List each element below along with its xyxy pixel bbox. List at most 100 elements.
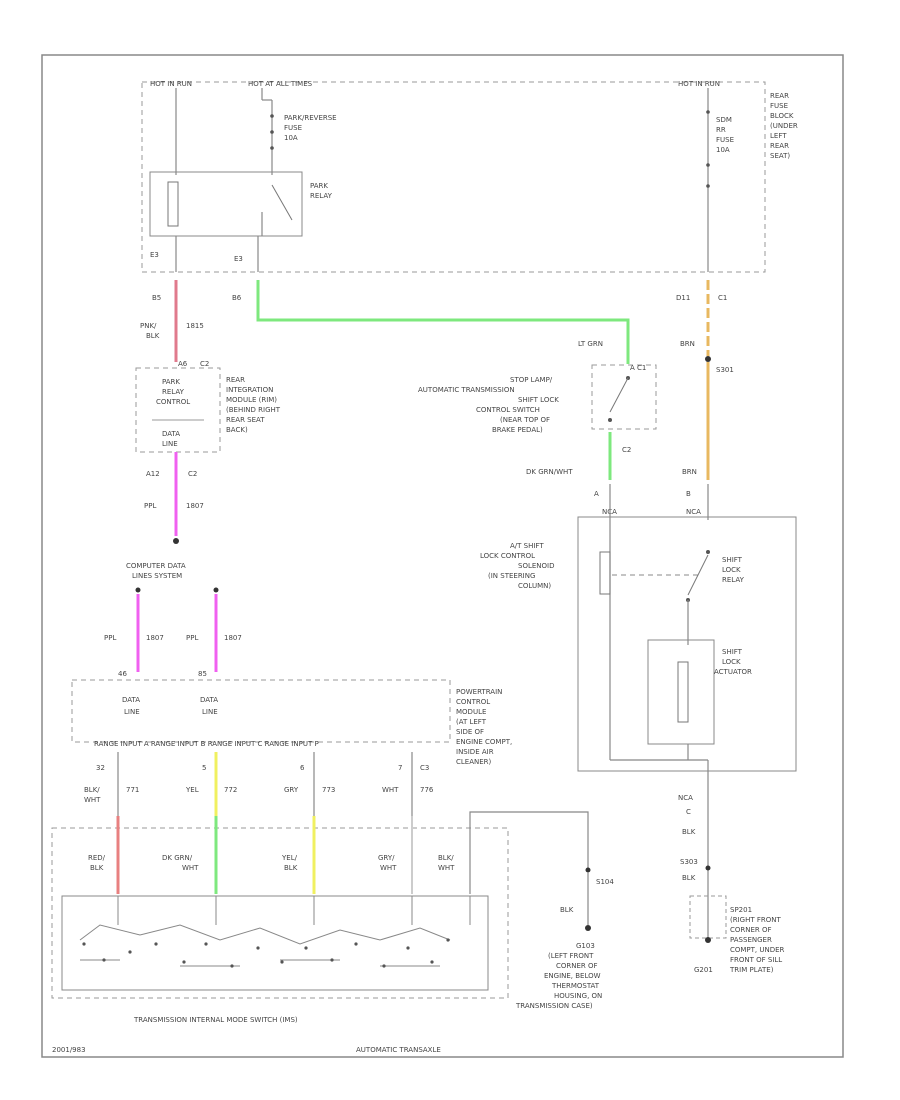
fuse-block-box bbox=[141, 81, 766, 273]
lower-code-red: RED/ BLK bbox=[88, 854, 107, 872]
sdm-line3: FUSE bbox=[716, 136, 734, 144]
park-reverse-line2: FUSE bbox=[284, 124, 302, 132]
connector-d11: D11 bbox=[676, 294, 690, 302]
ims-dot bbox=[256, 946, 260, 950]
park-relay-coil bbox=[167, 181, 179, 227]
ims-dot bbox=[304, 946, 308, 950]
connector-c2-b: C2 bbox=[188, 470, 197, 478]
lc-r2: BLK bbox=[90, 864, 104, 872]
ims-dot bbox=[182, 960, 186, 964]
lc-gy2: WHT bbox=[380, 864, 397, 872]
pdb-1: DATA bbox=[200, 696, 218, 704]
sdm-dot bbox=[706, 110, 710, 114]
pcm-l5: SIDE OF bbox=[456, 728, 484, 736]
g103-6: HOUSING, ON bbox=[554, 992, 602, 1000]
park-relay-line2: RELAY bbox=[310, 192, 333, 200]
prc-line2: RELAY bbox=[162, 388, 185, 396]
pdb-2: LINE bbox=[202, 708, 218, 716]
connector-b5: B5 bbox=[152, 294, 161, 302]
nca-c-label: NCA bbox=[678, 794, 693, 802]
sla-line3: ACTUATOR bbox=[714, 668, 752, 676]
cdl-dot-b bbox=[213, 587, 219, 593]
ims-dot bbox=[280, 960, 284, 964]
lower-code-blk: BLK/ WHT bbox=[438, 854, 456, 872]
ims-dot bbox=[330, 958, 334, 962]
stop-lamp-box bbox=[591, 364, 657, 430]
lower-code-yel: YEL/ BLK bbox=[281, 854, 299, 872]
g103-4: ENGINE, BELOW bbox=[544, 972, 601, 980]
rim-line3: MODULE (RIM) bbox=[226, 396, 277, 404]
pcm-label: POWERTRAIN CONTROL MODULE (AT LEFT SIDE … bbox=[456, 688, 514, 766]
ppl-a-label: PPL bbox=[104, 634, 116, 642]
g103-ground bbox=[585, 925, 591, 931]
rear-fuse-block-label: REAR FUSE BLOCK (UNDER LEFT REAR SEAT) bbox=[770, 92, 800, 160]
solenoid-coil bbox=[599, 551, 611, 595]
connector-b6: B6 bbox=[232, 294, 242, 302]
pin-6: 6 bbox=[300, 764, 305, 772]
g103-1: G103 bbox=[576, 942, 595, 950]
stop-switch-dot bbox=[608, 418, 612, 422]
pcm-l3: MODULE bbox=[456, 708, 486, 716]
sp-line6: FRONT OF SILL bbox=[730, 956, 782, 964]
lc-y1: YEL/ bbox=[281, 854, 298, 862]
wire-blk-wht-ground bbox=[469, 811, 589, 894]
sl-line3: SHIFT LOCK bbox=[518, 396, 559, 404]
connector-c2-a: C2 bbox=[200, 360, 209, 368]
relay-dot bbox=[706, 550, 710, 554]
rim-dl-line1: DATA bbox=[162, 430, 180, 438]
g103-2: (LEFT FRONT bbox=[548, 952, 594, 960]
park-relay-control-label: PARK RELAY CONTROL bbox=[156, 378, 190, 406]
pin-c3: C3 bbox=[420, 764, 429, 772]
ims-dot bbox=[230, 964, 234, 968]
pin-a-label: A bbox=[594, 490, 599, 498]
connector-e3-right: E3 bbox=[234, 255, 243, 263]
code-776-num: 776 bbox=[420, 786, 434, 794]
pcm-data-a: DATA LINE bbox=[122, 696, 142, 716]
pnk-line1: PNK/ bbox=[140, 322, 157, 330]
lower-code-grn: DK GRN/ WHT bbox=[162, 854, 199, 872]
g103-label: G103 (LEFT FRONT CORNER OF ENGINE, BELOW… bbox=[515, 942, 605, 1010]
park-reverse-line1: PARK/REVERSE bbox=[284, 114, 337, 122]
park-reverse-line3: 10A bbox=[284, 134, 298, 142]
sp-line1: SP201 bbox=[730, 906, 752, 914]
pcm-l4: (AT LEFT bbox=[456, 718, 487, 726]
shift-lock-actuator-label: SHIFT LOCK ACTUATOR bbox=[714, 648, 752, 676]
rfb-line1: REAR bbox=[770, 92, 789, 100]
blk-s104-label: BLK bbox=[560, 906, 574, 914]
blk-s303-label: BLK bbox=[682, 874, 696, 882]
ppl-a-circuit: 1807 bbox=[146, 634, 164, 642]
connector-c1: C1 bbox=[718, 294, 727, 302]
ppl-b-label: PPL bbox=[186, 634, 198, 642]
lc-gy1: GRY/ bbox=[378, 854, 395, 862]
sla-line1: SHIFT bbox=[722, 648, 743, 656]
rfb-line7: SEAT) bbox=[770, 152, 790, 160]
park-relay-box bbox=[149, 171, 303, 237]
ims-dot bbox=[382, 964, 386, 968]
rfb-line4: (UNDER bbox=[770, 122, 798, 130]
pnk-line2: BLK bbox=[146, 332, 160, 340]
stop-switch-blade bbox=[609, 377, 629, 413]
slr-line1: SHIFT bbox=[722, 556, 743, 564]
s301-splice bbox=[705, 356, 711, 362]
pin-5: 5 bbox=[202, 764, 206, 772]
connector-e3-left: E3 bbox=[150, 251, 159, 259]
s104-splice bbox=[585, 867, 591, 873]
pcm-l8: CLEANER) bbox=[456, 758, 492, 766]
park-relay-label: PARK RELAY bbox=[310, 182, 333, 200]
rfb-line5: LEFT bbox=[770, 132, 787, 140]
g103-3: CORNER OF bbox=[556, 962, 598, 970]
sp-line3: CORNER OF bbox=[730, 926, 772, 934]
ims-contact-dots bbox=[82, 938, 450, 968]
shift-lock-relay-label: SHIFT LOCK RELAY bbox=[722, 556, 745, 584]
sl-line2: AUTOMATIC TRANSMISSION bbox=[418, 386, 515, 394]
c771-1: BLK/ bbox=[84, 786, 100, 794]
code-771: BLK/ WHT bbox=[84, 786, 102, 804]
rim-label: REAR INTEGRATION MODULE (RIM) (BEHIND RI… bbox=[226, 376, 282, 434]
sdm-fuse-label: SDM RR FUSE 10A bbox=[716, 116, 736, 154]
slc-line3: SOLENOID bbox=[518, 562, 554, 570]
pcm-inputs: RANGE INPUT A RANGE INPUT B RANGE INPUT … bbox=[94, 740, 319, 748]
slc-line1: A/T SHIFT bbox=[510, 542, 544, 550]
s303-splice bbox=[705, 865, 711, 871]
blk-c-label: BLK bbox=[682, 828, 696, 836]
